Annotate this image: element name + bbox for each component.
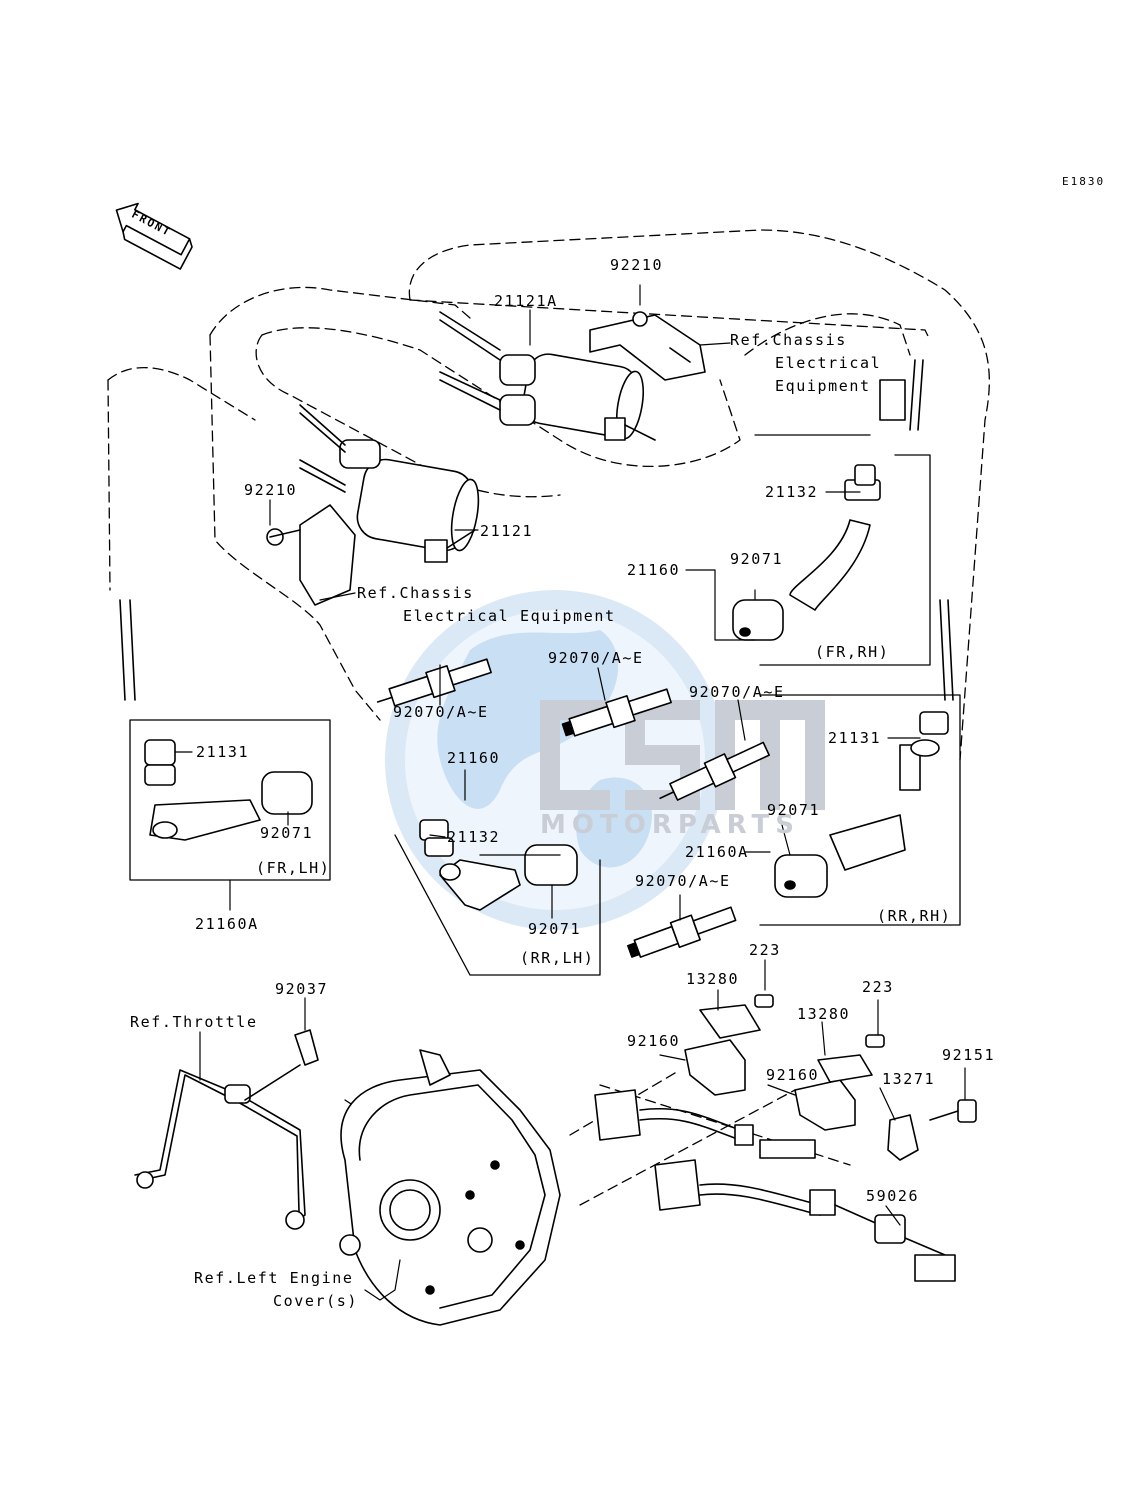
part-label[interactable]: 92070/A~E xyxy=(689,683,785,701)
leader-lines xyxy=(174,284,966,1301)
position-label: (FR,LH) xyxy=(256,859,331,877)
part-label[interactable]: 92037 xyxy=(275,980,329,998)
ref-label: Electrical xyxy=(775,354,882,372)
spark-plug-bottom xyxy=(627,906,737,958)
pickup-bracket-92160-b xyxy=(794,1034,885,1131)
position-label: (RR,LH) xyxy=(520,949,595,967)
part-label[interactable]: 92070/A~E xyxy=(548,649,644,667)
front-arrow-icon xyxy=(115,202,193,270)
part-label[interactable]: 92160 xyxy=(627,1032,681,1050)
inner-loop xyxy=(261,327,741,468)
part-label[interactable]: 92210 xyxy=(244,481,298,499)
part-label[interactable]: 21132 xyxy=(447,828,501,846)
part-label[interactable]: 92160 xyxy=(766,1066,820,1084)
throttle-cable-bracket xyxy=(134,1069,306,1230)
left-engine-cover xyxy=(339,1049,561,1326)
ignition-coil-21121 xyxy=(299,404,480,563)
seal-rr-rh xyxy=(774,854,828,898)
part-label[interactable]: 92210 xyxy=(610,256,664,274)
pickup-bracket-92160-a xyxy=(684,994,774,1096)
part-label[interactable]: 21121 xyxy=(480,522,534,540)
ref-label: Ref.Chassis xyxy=(357,584,474,602)
part-label[interactable]: 92071 xyxy=(260,824,314,842)
plug-cap-rr-rh xyxy=(829,711,949,871)
part-label[interactable]: 92071 xyxy=(730,550,784,568)
spark-plug-right xyxy=(659,741,770,801)
seal-fr-lh xyxy=(261,771,313,815)
coil2-outline xyxy=(209,286,471,336)
inner-loop-2 xyxy=(255,334,561,498)
part-label[interactable]: 21160A xyxy=(195,915,259,933)
plug-cap-fr-rh xyxy=(789,379,906,611)
part-label[interactable]: 92071 xyxy=(767,801,821,819)
coil-group-outline xyxy=(408,229,990,761)
ref-label: Cover(s) xyxy=(273,1292,359,1310)
coil-bracket-mid xyxy=(266,504,356,606)
screw-92151 xyxy=(929,1099,977,1123)
clamp-92037 xyxy=(244,1029,319,1101)
ref-label: Ref.Throttle xyxy=(130,1013,258,1031)
lead-right xyxy=(939,599,954,701)
lead-left xyxy=(119,599,136,701)
seal-rr-lh xyxy=(524,844,578,886)
plug-cap-rr-lh xyxy=(419,819,521,911)
lead-rear-right xyxy=(909,359,924,431)
left-lead-down xyxy=(107,379,111,591)
part-label[interactable]: 92070/A~E xyxy=(635,872,731,890)
part-label[interactable]: 21160 xyxy=(627,561,681,579)
plug-leader-4 xyxy=(579,1089,796,1206)
part-label[interactable]: 21121A xyxy=(494,292,558,310)
part-label[interactable]: 21132 xyxy=(765,483,819,501)
watermark-tagline: MOTORPARTS xyxy=(540,810,800,840)
ref-label: Electrical Equipment xyxy=(403,607,616,625)
ref-label: Ref.Left Engine xyxy=(194,1269,354,1287)
part-label[interactable]: 13280 xyxy=(797,1005,851,1023)
part-label[interactable]: 21160 xyxy=(447,749,501,767)
seal-fr-rh xyxy=(732,599,784,641)
pickup-coil-assembly-59026 xyxy=(594,1089,956,1282)
position-label: (RR,RH) xyxy=(877,907,952,925)
coil2-lower xyxy=(209,334,381,721)
coil-bracket-upper xyxy=(589,311,706,381)
part-label[interactable]: 13280 xyxy=(686,970,740,988)
cap-frames xyxy=(129,434,961,976)
part-label[interactable]: 21131 xyxy=(196,743,250,761)
ref-label: Equipment xyxy=(775,377,871,395)
ref-label: Ref.Chassis xyxy=(730,331,847,349)
ignition-coil-21121A xyxy=(439,311,656,441)
part-label[interactable]: 92151 xyxy=(942,1046,996,1064)
part-label[interactable]: 92071 xyxy=(528,920,582,938)
right-loop xyxy=(744,313,911,356)
rear-coil-outline xyxy=(409,299,931,341)
part-label[interactable]: 223 xyxy=(749,941,781,959)
diagram-code: E1830 xyxy=(1062,175,1106,188)
position-label: (FR,RH) xyxy=(815,643,890,661)
spark-plug-center xyxy=(561,688,672,737)
part-label[interactable]: 59026 xyxy=(866,1187,920,1205)
part-label[interactable]: 21160A xyxy=(685,843,749,861)
plug-cap-fr-lh xyxy=(144,739,261,841)
part-label[interactable]: 13271 xyxy=(882,1070,936,1088)
part-label[interactable]: 92070/A~E xyxy=(393,703,489,721)
part-label[interactable]: 21131 xyxy=(828,729,882,747)
clamp-13271 xyxy=(887,1114,919,1161)
left-lead-outline xyxy=(107,366,256,421)
part-label[interactable]: 223 xyxy=(862,978,894,996)
